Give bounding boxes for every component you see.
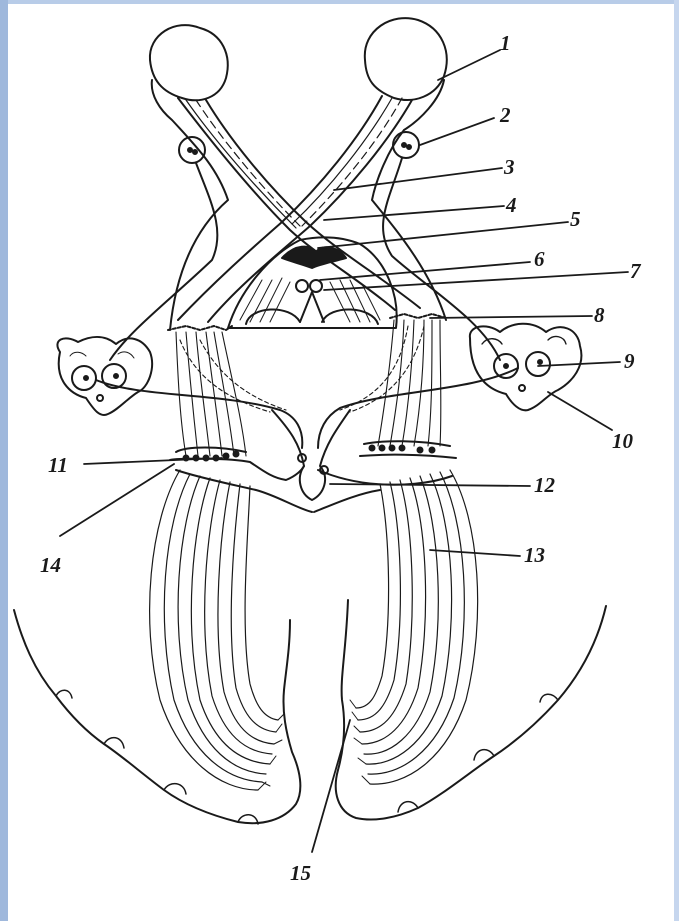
label-11: 11	[48, 453, 68, 477]
leader-line-11	[84, 458, 222, 464]
label-7: 7	[630, 259, 642, 283]
right-ganglion-fibre	[383, 158, 500, 360]
leader-line-12	[330, 484, 530, 486]
label-13: 13	[524, 543, 545, 567]
label-5: 5	[570, 207, 581, 231]
left-occipital-lobe	[14, 610, 300, 823]
leader-line-15	[312, 720, 350, 852]
right-optic-tract-fibres	[340, 320, 441, 446]
cortex-terminal-branches	[258, 700, 370, 790]
mammillary-bodies	[246, 309, 378, 324]
left-eyeball	[150, 25, 228, 100]
left-ganglion-fibre	[110, 163, 217, 360]
leader-line-4	[324, 206, 504, 220]
right-ciliary-ganglion	[393, 132, 419, 158]
leader-line-3	[334, 168, 502, 190]
leader-line-7	[324, 272, 628, 290]
leader-line-5	[318, 222, 568, 248]
right-pretectal-fibre	[318, 368, 518, 448]
left-pretectal-fibre	[96, 380, 302, 448]
label-4: 4	[505, 193, 517, 217]
left-pretectal-nucleus	[57, 337, 152, 415]
label-8: 8	[594, 303, 605, 327]
right-occipital-lobe	[336, 600, 606, 820]
leader-line-6	[320, 262, 530, 280]
right-pretectal-nucleus	[470, 324, 582, 411]
right-optic-radiation	[356, 470, 478, 784]
label-3: 3	[503, 155, 515, 179]
left-optic-radiation	[150, 470, 278, 790]
label-6: 6	[534, 247, 545, 271]
left-optic-tract-fibres	[176, 332, 286, 456]
label-10: 10	[612, 429, 634, 453]
right-lgn-synapses	[370, 446, 435, 453]
right-eyeball	[365, 18, 447, 100]
left-tract-head	[168, 326, 232, 330]
midbrain-outline	[272, 410, 350, 500]
leader-line-2	[420, 118, 494, 145]
label-2: 2	[499, 103, 511, 127]
leader-line-14	[60, 464, 174, 536]
leader-line-8	[430, 316, 592, 318]
leader-line-10	[548, 392, 612, 430]
label-15: 15	[290, 861, 311, 885]
label-9: 9	[624, 349, 635, 373]
label-1: 1	[500, 31, 511, 55]
cortex-border-bumps	[56, 690, 558, 824]
label-14: 14	[40, 553, 61, 577]
label-12: 12	[534, 473, 556, 497]
